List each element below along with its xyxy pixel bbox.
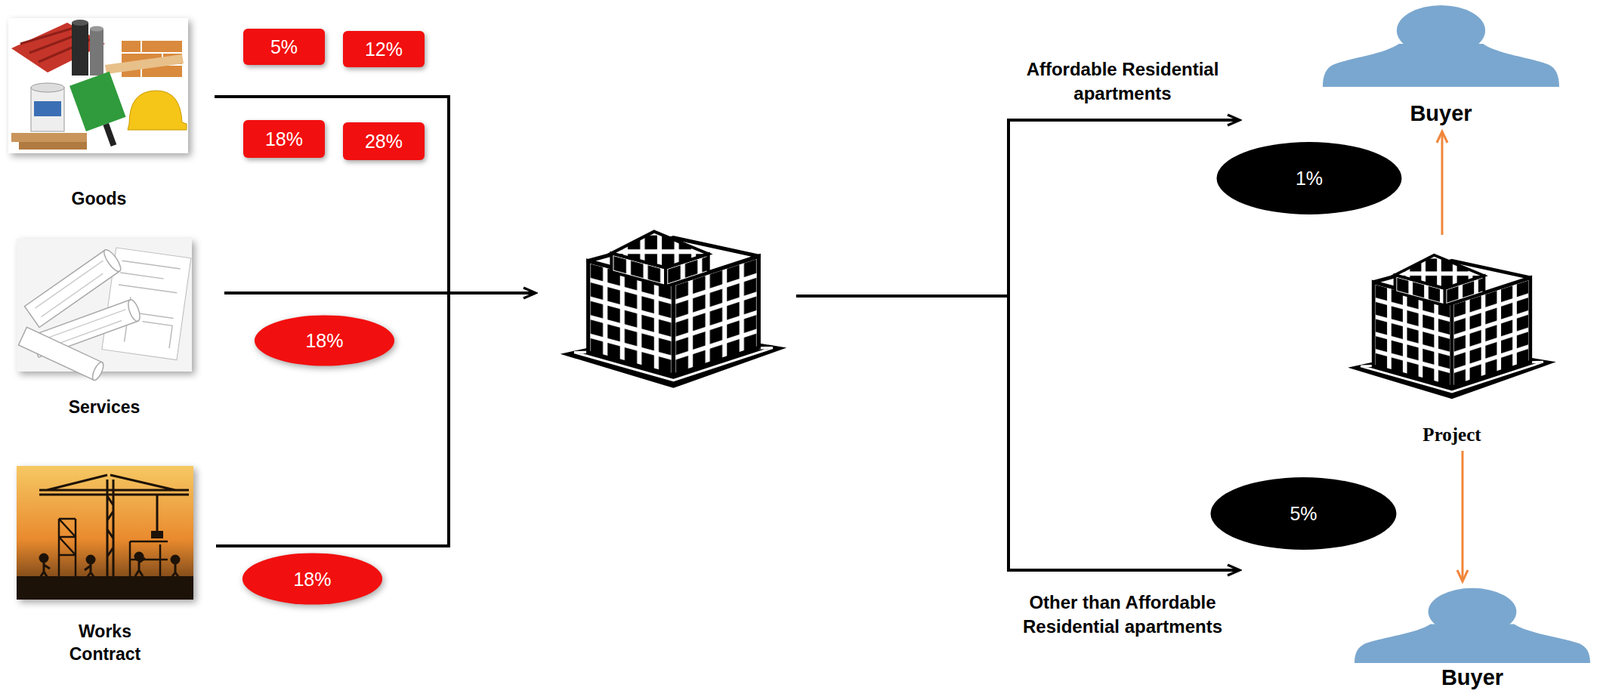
branch-label: Other than Affordable Residential apartm… xyxy=(994,590,1251,640)
flow-arrow xyxy=(1441,132,1444,235)
flow-arrow xyxy=(1461,450,1465,581)
rate-ellipse: 18% xyxy=(253,314,396,368)
buyer-figure: Buyer xyxy=(1322,5,1560,127)
node-text: Services xyxy=(68,395,141,419)
node-text: 18% xyxy=(305,329,343,353)
node-text: Goods xyxy=(71,187,127,211)
node-text: Buyer xyxy=(1409,100,1472,127)
node-text: 1% xyxy=(1295,166,1323,190)
node-text: 18% xyxy=(265,127,303,151)
node-text: 12% xyxy=(364,37,403,61)
branch-label: Affordable Residential apartments xyxy=(994,57,1251,106)
services-item: Services xyxy=(16,238,192,419)
buyer-figure: Buyer xyxy=(1354,586,1591,691)
goods-item: Goods xyxy=(8,18,190,211)
node-text: 5% xyxy=(1289,502,1317,526)
node-text: 28% xyxy=(364,129,403,153)
rate-tag: 18% xyxy=(243,120,325,158)
node-text: Works Contract xyxy=(52,620,158,666)
rate-tag: 28% xyxy=(342,122,425,161)
node-text: 5% xyxy=(270,35,298,59)
node-text: Buyer xyxy=(1441,664,1504,691)
rate-tag: 12% xyxy=(342,30,425,68)
rate-ellipse: 5% xyxy=(1208,475,1399,552)
rate-ellipse: 18% xyxy=(240,552,384,606)
rate-ellipse: 1% xyxy=(1214,140,1404,217)
project-building: Project xyxy=(1311,239,1593,447)
rate-tag: 5% xyxy=(243,28,325,65)
works-contract-item: Works Contract xyxy=(16,466,194,666)
node-text: 18% xyxy=(293,568,331,591)
node-text: Project xyxy=(1422,423,1481,447)
